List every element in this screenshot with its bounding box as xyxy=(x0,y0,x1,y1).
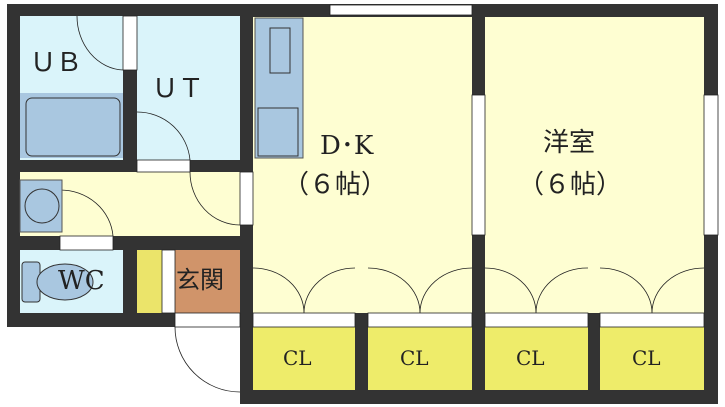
window-top xyxy=(329,4,473,16)
label-western-size: （６帖） xyxy=(518,170,623,200)
label-ut: ＵＴ xyxy=(152,74,205,104)
closet-1 xyxy=(253,327,355,390)
kitchen-counter-icon xyxy=(254,17,304,159)
label-closet-2: CL xyxy=(400,346,429,370)
label-entrance: 玄関 xyxy=(176,266,224,294)
toilet-icon xyxy=(21,261,94,303)
entrance-step xyxy=(161,249,176,314)
label-ub: ＵＢ xyxy=(30,48,83,78)
label-closet-1: CL xyxy=(283,346,312,370)
label-closet-3: CL xyxy=(516,346,545,370)
closet-door-4 xyxy=(599,312,705,328)
room-ut xyxy=(137,16,240,160)
washbasin-icon xyxy=(19,179,63,233)
label-dk-name: D･K xyxy=(320,131,374,161)
room-entrance xyxy=(175,250,240,313)
door-entrance xyxy=(174,312,241,328)
door-wc xyxy=(59,235,114,251)
closet-3 xyxy=(485,327,588,390)
door-ub-ut xyxy=(122,15,138,71)
door-corridor-dk xyxy=(239,171,254,226)
label-dk-size: （６帖） xyxy=(283,170,388,200)
label-closet-4: CL xyxy=(632,346,661,370)
door-ut xyxy=(136,159,191,173)
label-western-name: 洋室 xyxy=(543,128,596,158)
room-western xyxy=(485,17,704,313)
closet-door-2 xyxy=(367,312,473,328)
label-wc: WC xyxy=(58,266,105,296)
closet-4 xyxy=(600,327,704,390)
closet-door-1 xyxy=(252,312,356,328)
window-right xyxy=(703,94,719,236)
closet-door-3 xyxy=(484,312,589,328)
window-dk-western xyxy=(471,94,486,236)
closet-2 xyxy=(368,327,472,390)
bathtub-icon xyxy=(20,93,123,158)
